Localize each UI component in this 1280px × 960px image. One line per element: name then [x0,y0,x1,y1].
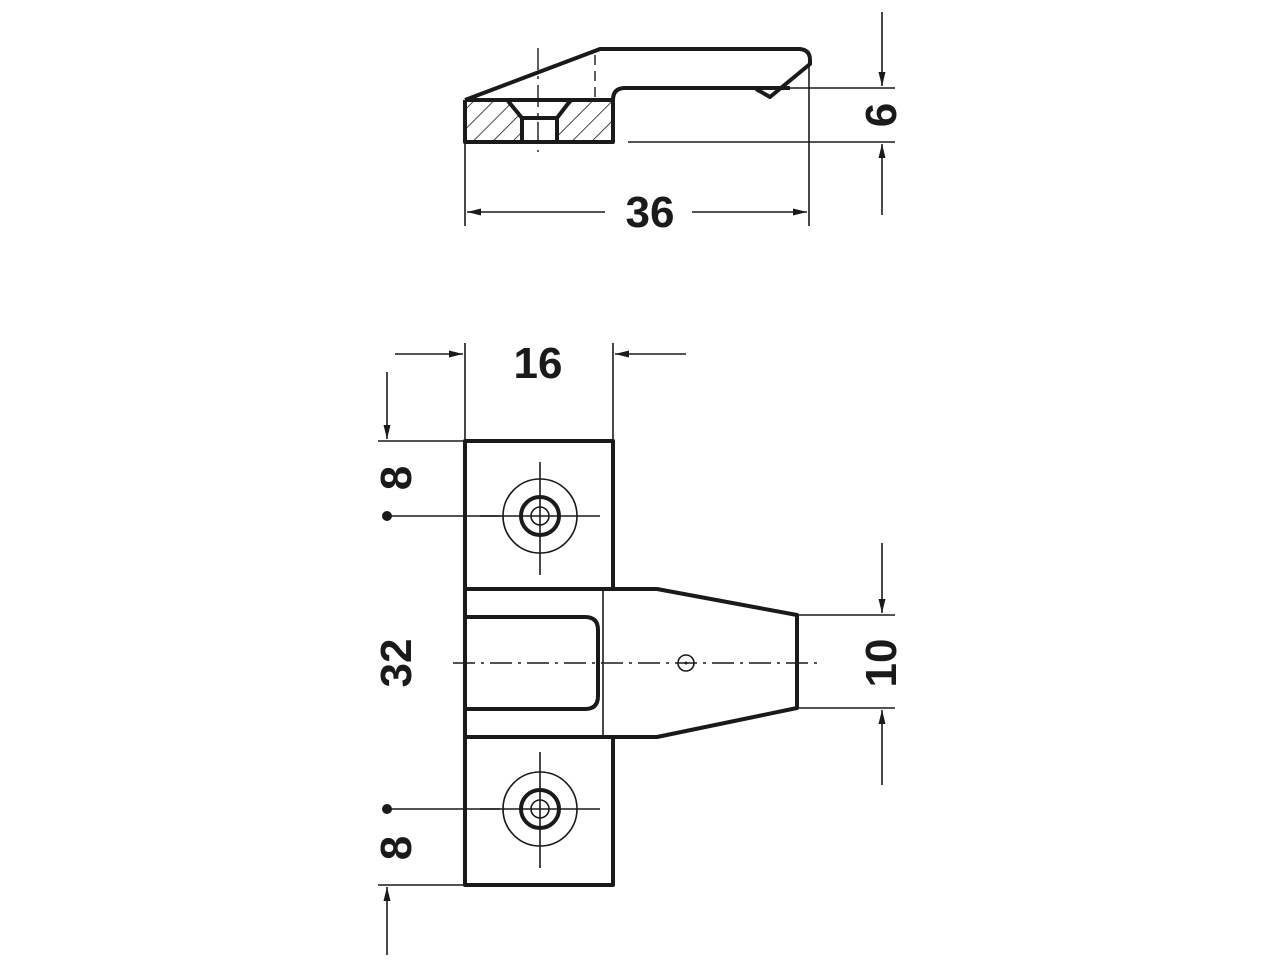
dimension-36: 36 [626,188,675,237]
slot-recess [465,615,600,711]
screw-hole-top [480,462,600,575]
dimension-10: 10 [857,639,906,688]
side-view: 36 6 [463,12,906,237]
dimension-16: 16 [514,339,563,388]
dimension-8-top: 8 [372,466,421,490]
screw-hole-bottom [480,752,600,868]
dimension-8-bottom: 8 [372,836,421,860]
section-hatch [466,101,611,141]
countersink-hole [506,99,572,142]
front-view: 16 8 32 8 10 [372,339,906,955]
dimension-6: 6 [857,103,906,127]
dimension-32: 32 [372,639,421,688]
pivot-circle [677,654,695,672]
side-profile [463,47,812,144]
pivot-dot [684,661,688,665]
